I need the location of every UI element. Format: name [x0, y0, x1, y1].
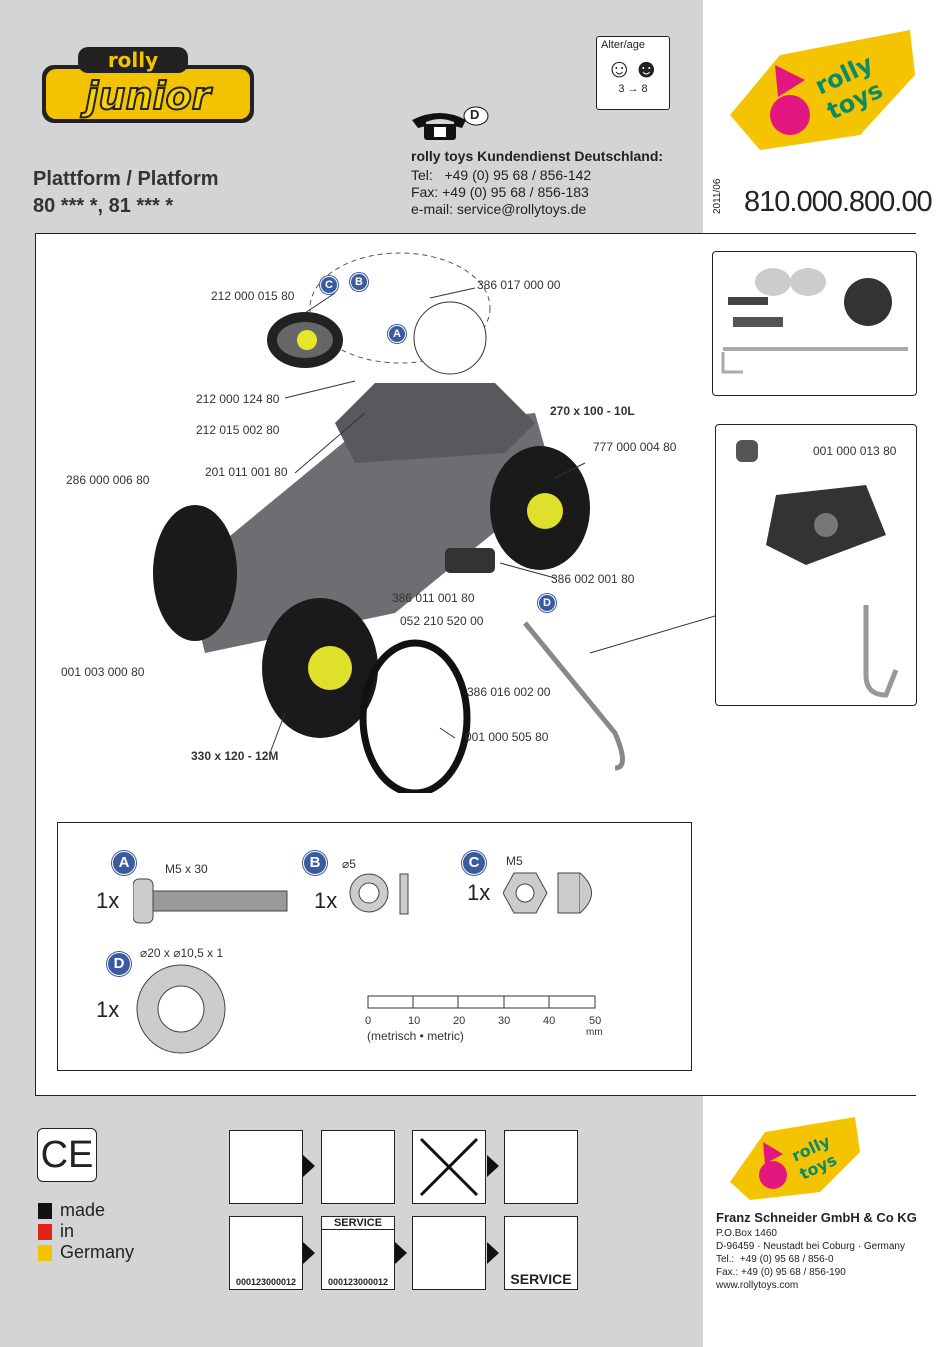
arrow-icon [303, 1242, 315, 1264]
marker-c: C [320, 276, 338, 294]
part-label: 052 210 520 00 [400, 614, 484, 628]
assembly-icon [321, 1130, 395, 1204]
in-text: in [60, 1221, 75, 1241]
no-disposal-icon [412, 1130, 486, 1204]
metric-scale-ruler [367, 995, 596, 1009]
product-code: 000123000012 [235, 1277, 297, 1287]
hardware-b-spec: ⌀5 [342, 857, 356, 871]
children-faces-icon: ☺☻ [606, 53, 660, 83]
company-address: D-96459 · Neustadt bei Coburg · Germany [716, 1241, 905, 1252]
marker-a: A [388, 325, 406, 343]
page-title: Plattform / Platform [33, 168, 219, 190]
hardware-c-badge: C [462, 851, 486, 875]
svg-text:junior: junior [80, 74, 212, 118]
scale-caption: (metrisch • metric) [367, 1029, 464, 1043]
platform-detail-inset: 001 000 013 80 [715, 424, 917, 706]
telephone-icon: D [410, 106, 490, 142]
made-in-germany: made in Germany [38, 1200, 134, 1263]
model-numbers: 80 *** *, 81 *** * [33, 195, 174, 217]
service-title: rolly toys Kundendienst Deutschland: [411, 148, 664, 164]
scale-tick: 20 [453, 1015, 466, 1027]
scale-tick: 0 [365, 1015, 372, 1027]
made-text: made [60, 1200, 106, 1220]
age-badge: Alter/age ☺☻ 3 → 8 [596, 36, 670, 110]
parts-overview-inset [712, 251, 917, 396]
part-label: 212 015 002 80 [196, 423, 280, 437]
product-code-icon: 000123000012 [229, 1216, 303, 1290]
arrow-icon [303, 1155, 315, 1177]
tractor-exploded-drawing [153, 252, 715, 793]
hardware-b-badge: B [303, 851, 327, 875]
germany-text: Germany [60, 1242, 135, 1262]
company-tel: Tel.: +49 (0) 95 68 / 856-0 [716, 1254, 834, 1265]
marker-d: D [538, 594, 556, 612]
part-label: 386 011 001 80 [392, 591, 475, 605]
hardware-a-qty: 1x [96, 888, 120, 913]
country-badge: D [470, 107, 480, 122]
print-date: 2011/06 [712, 178, 723, 214]
part-label: 386 002 001 80 [551, 572, 635, 586]
hardware-b-qty: 1x [314, 888, 338, 913]
company-website[interactable]: www.rollytoys.com [716, 1280, 799, 1291]
tire-size-rear: 270 x 100 - 10L [550, 404, 635, 418]
part-label: 777 000 004 80 [593, 440, 677, 454]
scale-tick: 30 [498, 1015, 511, 1027]
keep-packaging-icon [504, 1130, 578, 1204]
service-label: SERVICE [510, 1271, 572, 1287]
part-label: 001 000 505 80 [465, 730, 549, 744]
arrow-icon [487, 1155, 499, 1177]
service-email[interactable]: e-mail: service@rollytoys.de [411, 201, 587, 217]
hardware-d-spec: ⌀20 x ⌀10,5 x 1 [140, 946, 224, 960]
part-label: 001 000 013 80 [813, 444, 897, 458]
rolly-service-icon: SERVICE [504, 1216, 578, 1290]
tire-size-front: 330 x 120 - 12M [191, 749, 279, 763]
part-label: 386 017 000 00 [477, 278, 561, 292]
spring-washer-icon [349, 873, 409, 915]
arrow-icon [487, 1242, 499, 1264]
service-tel: Tel: +49 (0) 95 68 / 856-142 [411, 167, 592, 183]
scale-unit: mm [586, 1027, 603, 1038]
part-label: 201 011 001 80 [205, 465, 288, 479]
service-sheet-icon: SERVICE 000123000012 [321, 1216, 395, 1290]
hardware-a-badge: A [112, 851, 136, 875]
age-label: Alter/age [601, 39, 646, 51]
hardware-c-spec: M5 [506, 854, 523, 868]
part-label: 212 000 124 80 [196, 392, 280, 406]
scale-tick: 10 [408, 1015, 421, 1027]
article-number: 810.000.800.00 [744, 186, 933, 218]
service-fax: Fax: +49 (0) 95 68 / 856-183 [411, 184, 589, 200]
part-label: 286 000 006 80 [66, 473, 150, 487]
mail-icon [412, 1216, 486, 1290]
ce-mark: CE [37, 1128, 97, 1182]
hardware-d-badge: D [107, 952, 131, 976]
marker-b: B [350, 273, 368, 291]
service-sheet-title: SERVICE [322, 1217, 394, 1230]
screw-icon [133, 878, 288, 924]
age-range: 3 → 8 [618, 83, 648, 95]
part-label: 001 003 000 80 [61, 665, 145, 679]
company-fax: Fax.: +49 (0) 95 68 / 856-190 [716, 1267, 846, 1278]
arrow-icon [395, 1242, 407, 1264]
company-pobox: P.O.Box 1460 [716, 1228, 777, 1239]
washer-icon [136, 964, 226, 1054]
read-instructions-tools-icon [229, 1130, 303, 1204]
part-label: 386 016 002 00 [467, 685, 551, 699]
product-code: 000123000012 [327, 1277, 389, 1287]
scale-tick: 50 [589, 1015, 602, 1027]
scale-tick: 40 [543, 1015, 556, 1027]
svg-text:rolly: rolly [108, 48, 158, 72]
part-label: 212 000 015 80 [211, 289, 295, 303]
hardware-a-spec: M5 x 30 [165, 862, 208, 876]
company-name: Franz Schneider GmbH & Co KG [716, 1210, 917, 1225]
hardware-c-qty: 1x [467, 880, 491, 905]
nut-icon [503, 872, 592, 914]
hardware-d-qty: 1x [96, 997, 120, 1022]
